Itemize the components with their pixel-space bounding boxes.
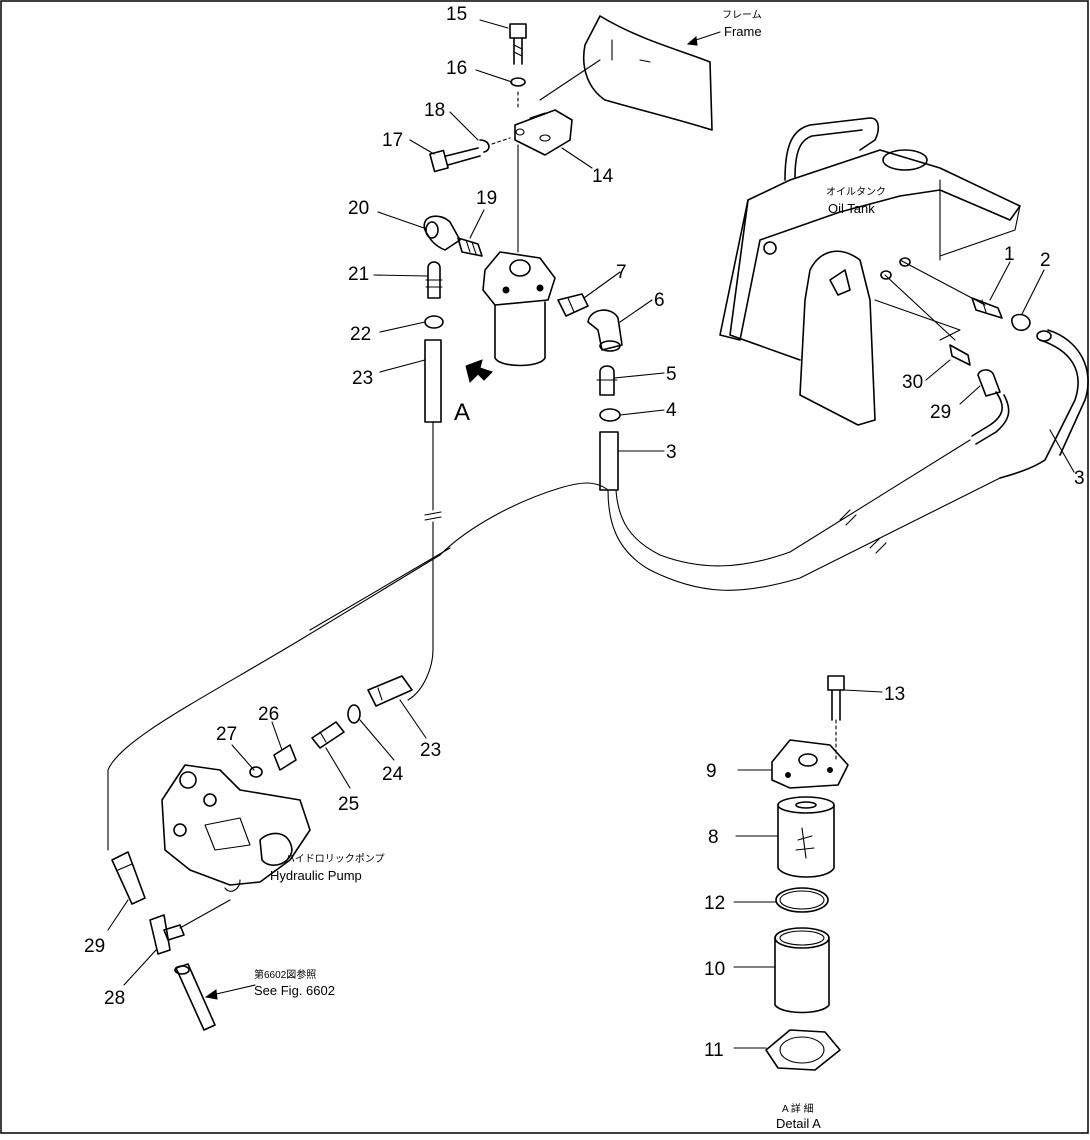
callout-30: 30 xyxy=(902,372,923,393)
callout-19: 19 xyxy=(476,188,497,209)
callout-29-right: 29 xyxy=(930,402,951,423)
callout-13: 13 xyxy=(884,684,905,705)
callout-26: 26 xyxy=(258,704,279,725)
frame-label: Frame xyxy=(724,24,762,39)
clamp-4 xyxy=(599,408,621,422)
detail-gasket-11 xyxy=(765,1029,841,1071)
fitting-1 xyxy=(971,297,1003,319)
callout-7: 7 xyxy=(616,262,627,283)
leader-lines xyxy=(107,19,1075,1049)
hose-6602 xyxy=(174,963,256,1031)
callout-2: 2 xyxy=(1040,250,1051,271)
callout-5: 5 xyxy=(666,364,677,385)
callout-24: 24 xyxy=(382,764,404,785)
callout-9: 9 xyxy=(706,761,717,782)
frame-label-jp: フレーム xyxy=(722,9,762,21)
callout-1: 1 xyxy=(1004,244,1015,265)
callout-23-top: 23 xyxy=(352,368,373,389)
detail-head-9 xyxy=(771,739,849,789)
fitting-29-right xyxy=(971,369,1010,445)
detail-bolt-13 xyxy=(827,675,845,761)
elbow-20 xyxy=(423,215,461,251)
clamp-2 xyxy=(1011,313,1031,332)
hose-23-top xyxy=(407,339,442,701)
detail-case-10 xyxy=(774,927,830,1014)
callout-23-bottom: 23 xyxy=(420,740,441,761)
bracket-14 xyxy=(514,59,601,156)
detail-element-8 xyxy=(777,796,835,878)
hose-3-short xyxy=(599,431,619,491)
callout-17: 17 xyxy=(382,130,403,151)
connector-5 xyxy=(596,365,618,396)
callout-6: 6 xyxy=(654,290,665,311)
filter-assembly xyxy=(482,144,556,367)
return-lines xyxy=(107,439,1001,851)
washer-16 xyxy=(510,77,526,87)
fitting-26 xyxy=(273,744,297,771)
clamp-24 xyxy=(347,704,361,724)
fitting-19 xyxy=(457,237,483,257)
clamp-22 xyxy=(424,315,444,329)
view-arrow-icon xyxy=(465,359,493,383)
callout-27: 27 xyxy=(216,724,237,745)
callout-20: 20 xyxy=(348,198,369,219)
callout-18: 18 xyxy=(424,100,445,121)
bolt-15 xyxy=(509,23,527,111)
view-a-label: A xyxy=(454,399,470,426)
pump-label: Hydraulic Pump xyxy=(270,868,362,883)
callout-22: 22 xyxy=(350,324,371,345)
callout-29-left: 29 xyxy=(84,936,105,957)
hydraulic-pump xyxy=(161,764,311,892)
callout-12: 12 xyxy=(704,893,725,914)
callout-numbers: 15 16 18 17 14 20 19 21 22 23 7 6 5 4 3 … xyxy=(84,4,1085,1061)
o-ring-27 xyxy=(249,766,263,778)
tee-28 xyxy=(149,899,231,955)
hose-3-long xyxy=(999,329,1089,479)
callout-3-short: 3 xyxy=(666,442,677,463)
callout-4: 4 xyxy=(666,400,677,421)
washer-18 xyxy=(479,139,490,153)
oil-tank xyxy=(719,117,1021,426)
connector-25 xyxy=(311,721,345,749)
fitting-30 xyxy=(949,344,971,366)
callout-15: 15 xyxy=(446,4,467,25)
detail-label-jp: A 詳 細 xyxy=(782,1102,814,1115)
elbow-6 xyxy=(587,309,623,352)
hose-23-bottom xyxy=(367,675,413,707)
callout-11: 11 xyxy=(704,1040,724,1061)
oil-tank-label-jp: オイルタンク xyxy=(826,186,886,198)
detail-label: Detail A xyxy=(776,1116,821,1131)
callout-21: 21 xyxy=(348,264,369,285)
callout-10: 10 xyxy=(704,959,725,980)
bolt-17 xyxy=(429,137,511,173)
pump-label-jp: ハイドロリックポンプ xyxy=(285,853,385,865)
callout-28: 28 xyxy=(104,988,125,1009)
frame-part xyxy=(582,15,721,131)
oil-tank-label: Oil Tank xyxy=(828,201,875,216)
connector-21 xyxy=(425,261,443,299)
fitting-7 xyxy=(557,293,589,317)
see-fig-label: See Fig. 6602 xyxy=(254,983,335,998)
fitting-29-left xyxy=(111,851,146,905)
detail-o-ring-12 xyxy=(775,887,829,913)
callout-16: 16 xyxy=(446,58,467,79)
see-fig-label-jp: 第6602図参照 xyxy=(254,968,316,981)
callout-8: 8 xyxy=(708,827,719,848)
callout-25: 25 xyxy=(338,794,359,815)
callout-3-long: 3 xyxy=(1074,468,1085,489)
callout-14: 14 xyxy=(592,166,614,187)
